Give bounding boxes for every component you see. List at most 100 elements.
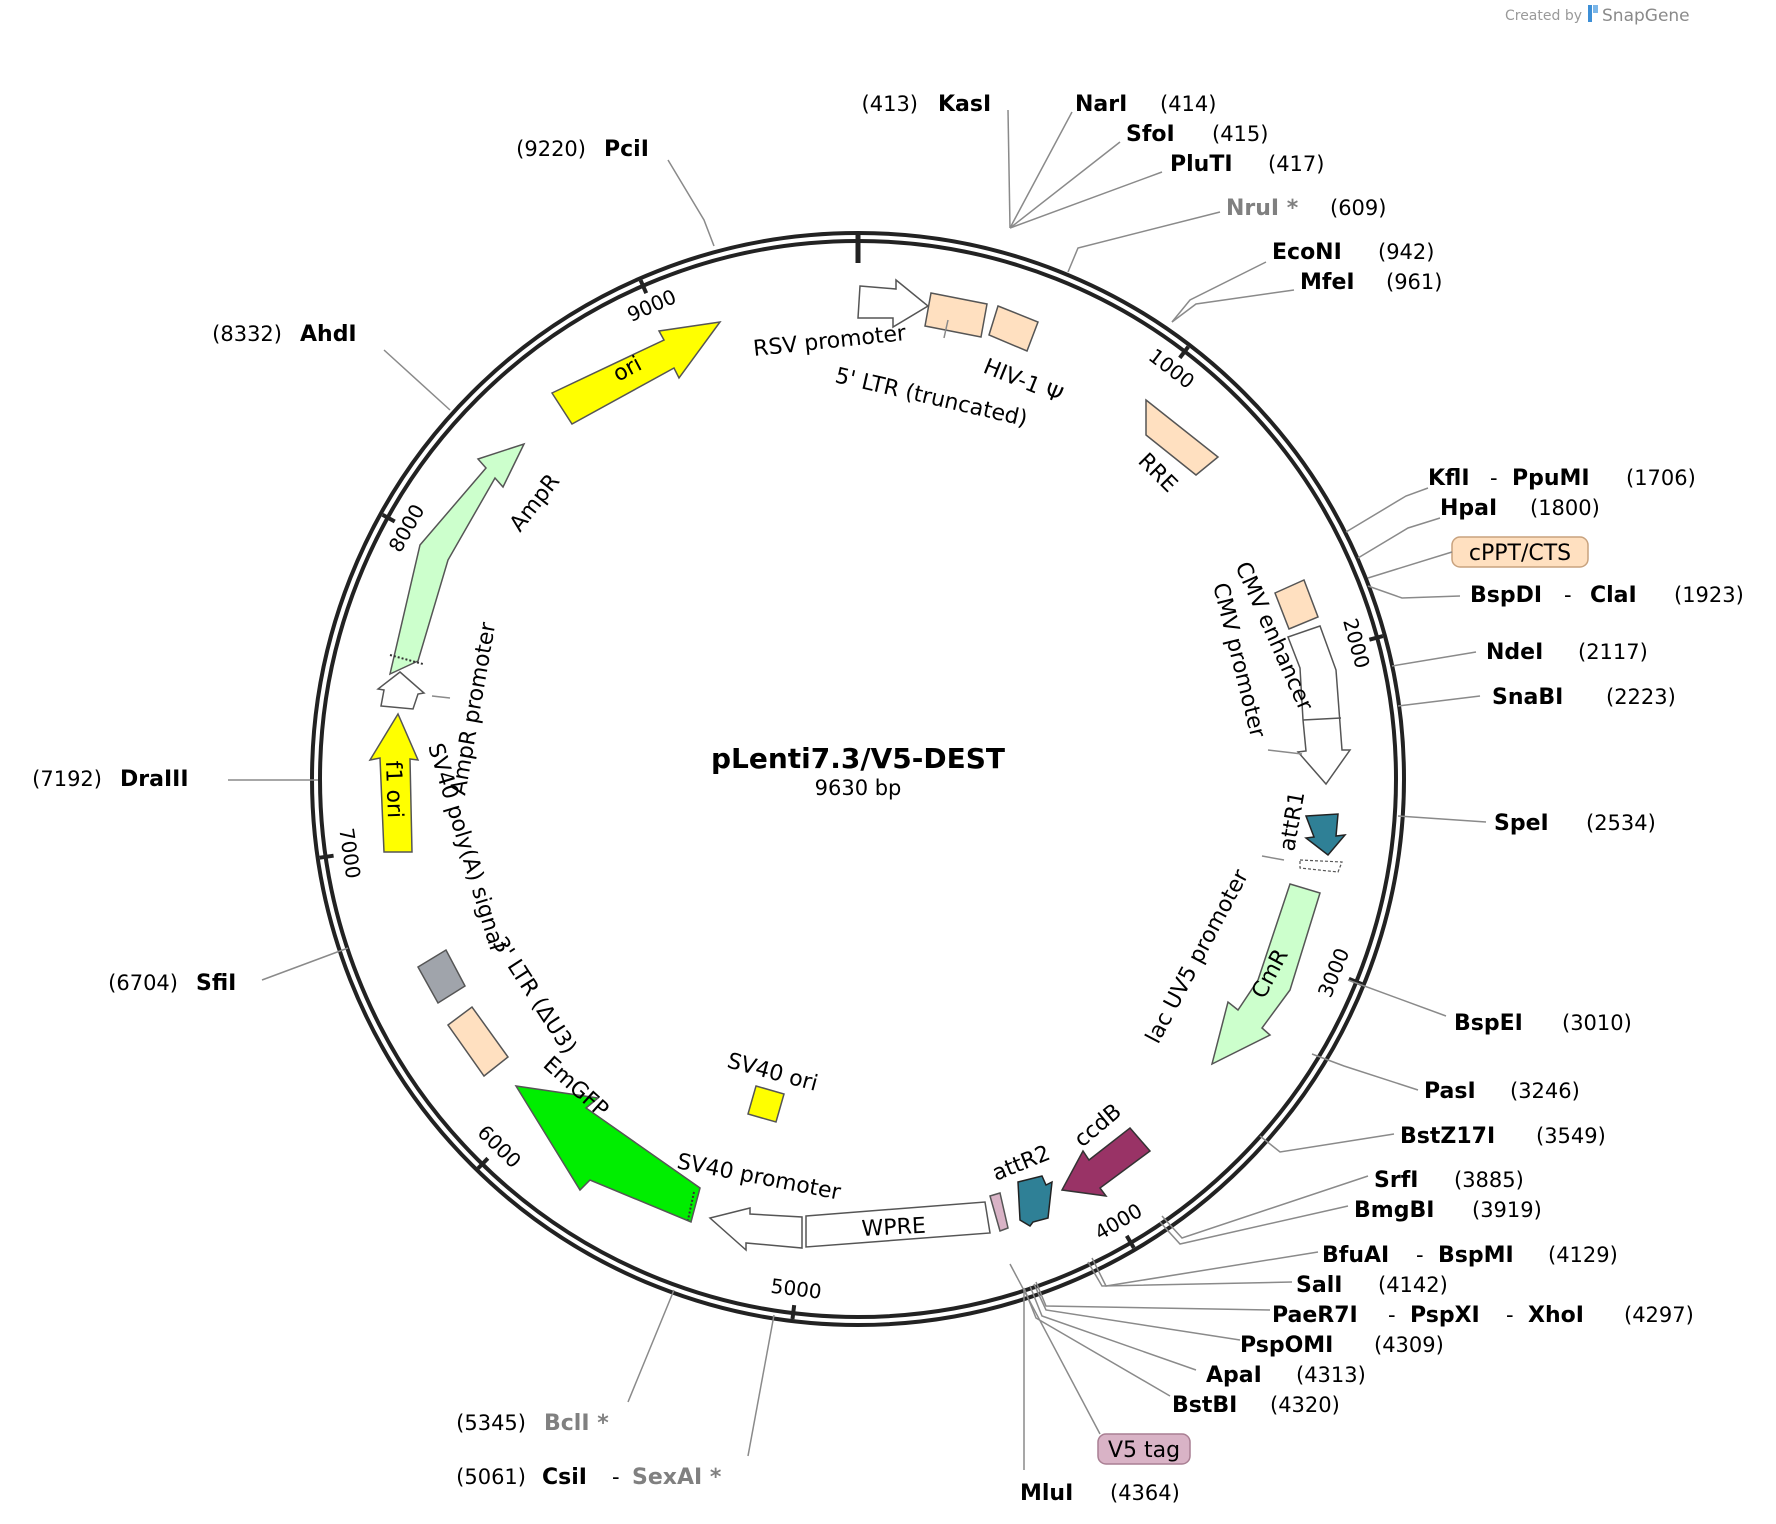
enzyme-spei: SpeI: [1494, 811, 1549, 836]
enzyme-draiii: DraIII: [120, 767, 189, 792]
tick-mark: [1178, 345, 1190, 360]
enzyme-sfoi-pos: (415): [1212, 122, 1268, 146]
enzyme-pasi: PasI: [1424, 1079, 1476, 1104]
feature-sv40-ori[interactable]: [747, 1085, 785, 1123]
enzyme-pspxi-dash: -: [1506, 1303, 1514, 1327]
feature-sv40-polya[interactable]: [416, 948, 466, 1005]
enzyme-pcii-pos: (9220): [516, 137, 586, 161]
enzyme-bfuai: BfuAI: [1322, 1243, 1389, 1268]
enzyme-pasi-pos: (3246): [1510, 1079, 1580, 1103]
tick-label: 7000: [334, 826, 365, 880]
rsv-ltr-connector: [943, 319, 949, 339]
enzyme-bstz17i: BstZ17I: [1400, 1124, 1495, 1149]
enzyme-paer7i: PaeR7I: [1272, 1303, 1358, 1328]
enzyme-csii-pos: (5061): [456, 1465, 526, 1489]
enzyme-nrui-pos: (609): [1330, 196, 1386, 220]
enzyme-bstbi-pos: (4320): [1270, 1393, 1340, 1417]
feature-cmv-divider: [1302, 717, 1342, 721]
feature-f1-ori[interactable]: [368, 712, 420, 853]
tick-mark: [790, 1304, 797, 1320]
feature-ori[interactable]: [550, 320, 722, 425]
attr1-connector: [1261, 855, 1285, 861]
enzyme-mlui: MluI: [1020, 1481, 1073, 1506]
enzyme-kasi-pos: (413): [862, 92, 918, 116]
feature-5-ltr[interactable]: [924, 292, 988, 338]
enzyme-paer7i-pos: (4297): [1624, 1303, 1694, 1327]
ampr-promoter-connector: [431, 695, 451, 699]
feature-emgfp[interactable]: [514, 1085, 701, 1224]
tick-label: 5000: [769, 1274, 822, 1304]
enzyme-econi-pos: (942): [1378, 240, 1434, 264]
enzyme-ndei-pos: (2117): [1578, 640, 1648, 664]
enzyme-snabi: SnaBI: [1492, 685, 1563, 710]
label-sv40-promoter: SV40 promoter: [675, 1149, 844, 1205]
enzyme-bspdi: BspDI: [1470, 583, 1542, 608]
enzyme-sali: SalI: [1296, 1273, 1342, 1298]
snapgene-brand: Created by SnapGene: [1505, 5, 1690, 26]
label-cppt-cts: cPPT/CTS: [1469, 541, 1571, 566]
enzyme-sfii: SfiI: [196, 971, 236, 996]
enzyme-sali-pos: (4142): [1378, 1273, 1448, 1297]
feature-cppt-block[interactable]: [1274, 578, 1319, 630]
feature-rre[interactable]: [1145, 398, 1220, 476]
label-3-ltr: 3' LTR (ΔU3): [487, 933, 581, 1059]
created-by-text: Created by: [1505, 8, 1582, 24]
enzyme-paer7i-dash: -: [1388, 1303, 1396, 1327]
feature-cmr[interactable]: [1210, 883, 1321, 1066]
snapgene-text: SnapGene: [1602, 6, 1690, 26]
enzyme-kfli-pos: (1706): [1626, 466, 1696, 490]
enzyme-kasi: KasI: [938, 92, 991, 117]
tick-mark: [638, 279, 649, 294]
label-v5-tag: V5 tag: [1108, 1438, 1180, 1463]
snapgene-logo-icon-part: [1593, 5, 1598, 13]
feature-ccdb[interactable]: [1060, 1126, 1152, 1197]
label-ampr-promoter: AmpR promoter: [446, 620, 501, 797]
feature-group: [368, 278, 1352, 1252]
enzyme-pspomi-pos: (4309): [1374, 1333, 1444, 1357]
enzyme-hpai: HpaI: [1440, 496, 1497, 521]
enzyme-kfli: KflI: [1428, 466, 1470, 491]
enzyme-srfi-pos: (3885): [1454, 1168, 1524, 1192]
feature-wpre[interactable]: [805, 1201, 991, 1248]
feature-sv40-promoter[interactable]: [708, 1207, 803, 1252]
feature-attr1[interactable]: [1304, 813, 1347, 857]
enzyme-sfoi: SfoI: [1126, 122, 1175, 147]
enzyme-bspmi: BspMI: [1438, 1243, 1514, 1268]
enzyme-bspei-pos: (3010): [1562, 1011, 1632, 1035]
enzyme-pspomi: PspOMI: [1240, 1333, 1333, 1358]
tick-mark: [476, 1156, 490, 1170]
label-wpre: WPRE: [861, 1214, 926, 1242]
enzyme-bmgbi-pos: (3919): [1472, 1198, 1542, 1222]
enzyme-sfii-pos: (6704): [108, 971, 178, 995]
feature-ampr-promoter[interactable]: [376, 671, 426, 710]
feature-cmv[interactable]: [1287, 625, 1352, 786]
snapgene-logo-icon: [1588, 5, 1592, 22]
enzyme-bstbi: BstBI: [1172, 1393, 1237, 1418]
feature-attr2[interactable]: [1017, 1175, 1053, 1227]
tick-label: 1000: [1144, 344, 1199, 394]
enzyme-apai: ApaI: [1206, 1363, 1262, 1388]
feature-v5-tag[interactable]: [989, 1192, 1009, 1232]
label-sv40-ori: SV40 ori: [724, 1049, 820, 1097]
enzyme-clai: ClaI: [1590, 583, 1637, 608]
enzyme-bspdi-dash: -: [1564, 583, 1572, 607]
cmv-connector: [1267, 749, 1303, 755]
enzyme-ndei: NdeI: [1486, 640, 1543, 665]
enzyme-mlui-pos: (4364): [1110, 1481, 1180, 1505]
plasmid-length: 9630 bp: [815, 776, 902, 800]
feature-rsv-promoter[interactable]: [857, 278, 930, 329]
enzyme-connectors: [228, 109, 1487, 1470]
label-f1-ori: f1 ori: [380, 760, 407, 818]
feature-hiv-psi[interactable]: [988, 305, 1039, 352]
feature-ampr[interactable]: [388, 442, 526, 676]
enzyme-bfuai-dash: -: [1416, 1243, 1424, 1267]
enzyme-hpai-pos: (1800): [1530, 496, 1600, 520]
feature-3-ltr[interactable]: [446, 1005, 510, 1078]
enzyme-apai-pos: (4313): [1296, 1363, 1366, 1387]
enzyme-xhoi: XhoI: [1528, 1303, 1584, 1328]
label-cppt-cts-box: cPPT/CTS: [1367, 536, 1589, 579]
enzyme-econi: EcoNI: [1272, 240, 1342, 265]
enzyme-draiii-pos: (7192): [32, 767, 102, 791]
